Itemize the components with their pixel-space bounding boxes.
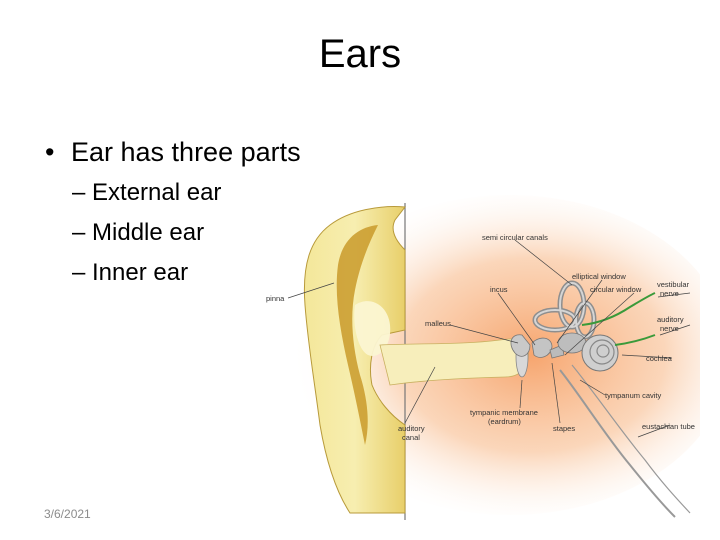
slide-title-text: Ears (319, 30, 401, 78)
cochlea-shape (582, 335, 618, 371)
bullet-dot-icon: • (45, 135, 71, 169)
label-pinna: pinna (266, 294, 285, 303)
label-vestibular-nerve-line1: vestibular (657, 280, 690, 289)
footer-date: 3/6/2021 (44, 507, 91, 521)
label-auditory-canal-line2: canal (402, 433, 420, 442)
label-semicircular-canals: semi circular canals (482, 233, 548, 242)
label-elliptical-window: elliptical window (572, 272, 626, 281)
sub-bullet-middle-ear: – Middle ear (72, 218, 204, 248)
label-auditory-canal-line1: auditory (398, 424, 425, 433)
label-stapes: stapes (553, 424, 575, 433)
ear-anatomy-diagram: semi circular canals elliptical window i… (260, 195, 700, 525)
label-vestibular-nerve-line2: nerve (660, 289, 679, 298)
label-malleus: malleus (425, 319, 451, 328)
label-tympanic-membrane-line1: tympanic membrane (470, 408, 538, 417)
label-auditory-nerve-line2: nerve (660, 324, 679, 333)
sub-bullet-external-ear: – External ear (72, 178, 221, 208)
label-tympanum-cavity: tympanum cavity (605, 391, 662, 400)
bullet-main-text: Ear has three parts (71, 137, 301, 167)
slide-title: Ears (0, 30, 720, 78)
label-circular-window: circular window (590, 285, 642, 294)
label-incus: incus (490, 285, 508, 294)
label-auditory-nerve-line1: auditory (657, 315, 684, 324)
bullet-main: •Ear has three parts (45, 135, 301, 169)
sub-bullet-inner-ear: – Inner ear (72, 258, 188, 288)
label-tympanic-membrane-line2: (eardrum) (488, 417, 521, 426)
label-cochlea: cochlea (646, 354, 673, 363)
label-eustachian-tube: eustachian tube (642, 422, 695, 431)
